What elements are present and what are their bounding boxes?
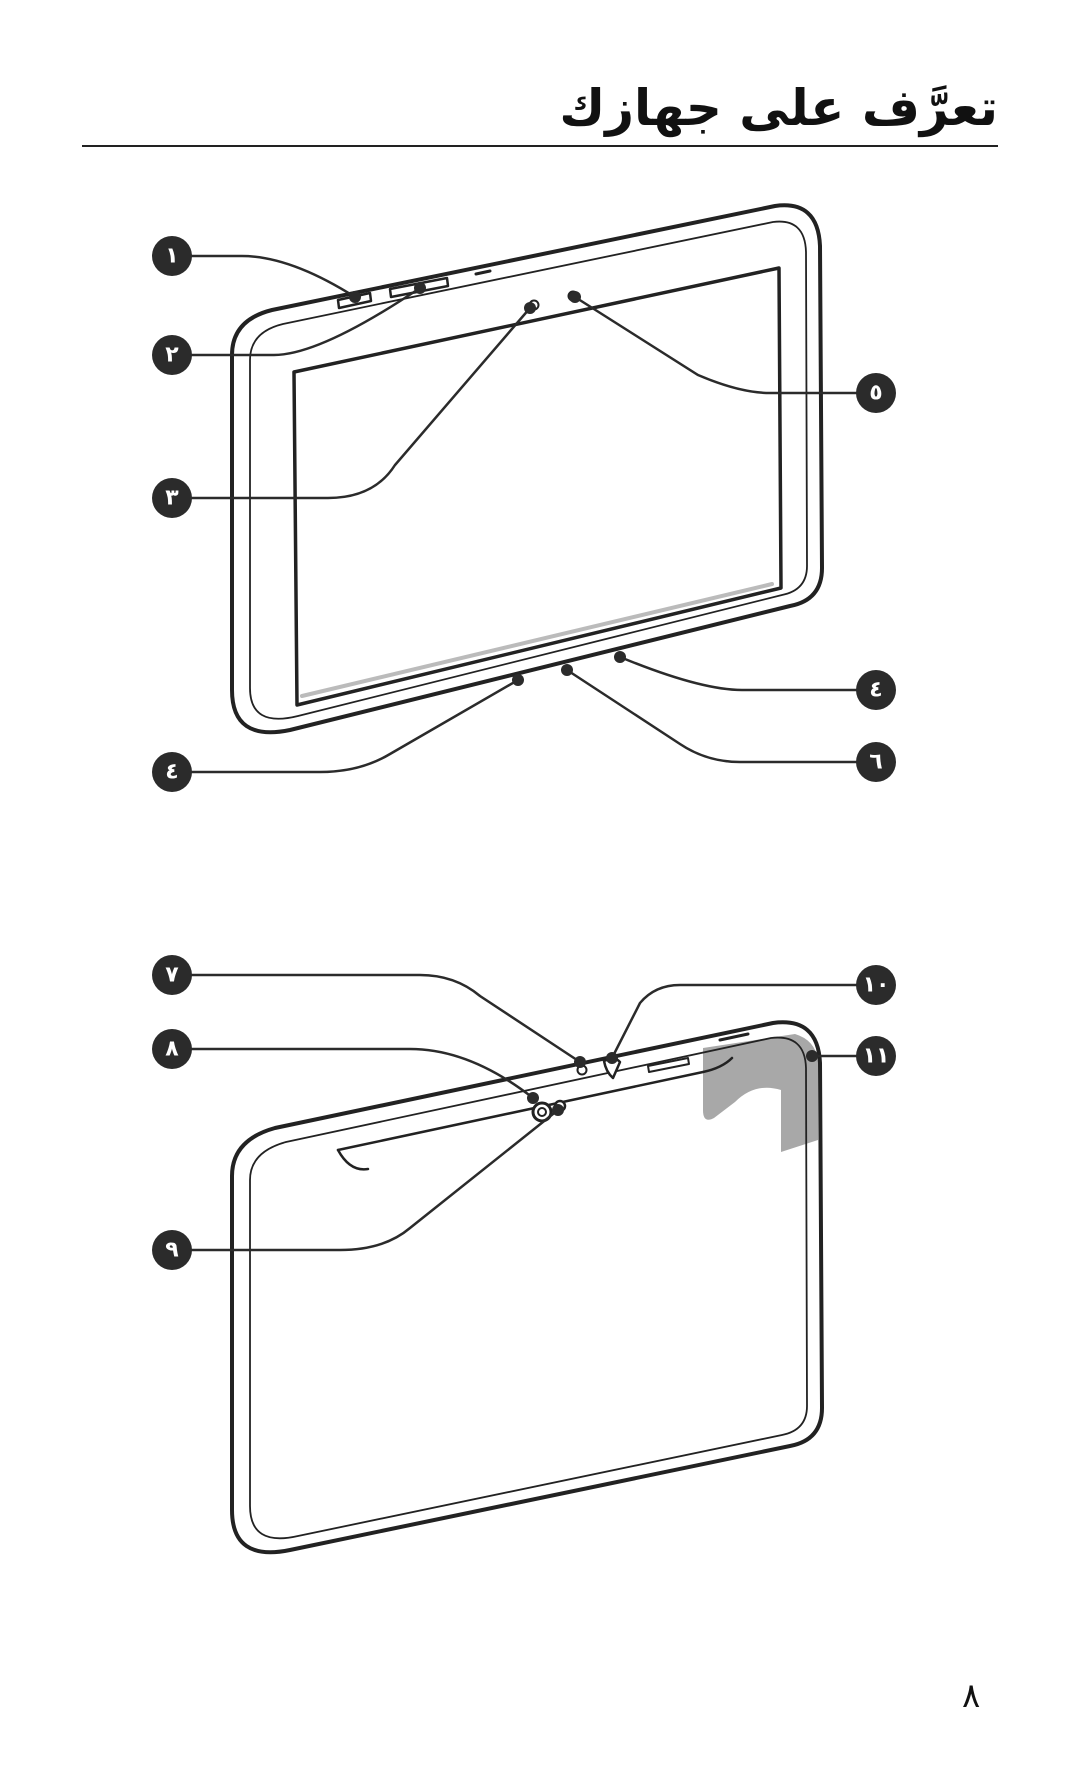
callout-8: ٨ (152, 1029, 192, 1069)
callout-7-label: ٧ (165, 963, 179, 988)
dot-6 (561, 664, 573, 676)
callout-3-label: ٣ (165, 486, 179, 511)
leader-7 (190, 973, 581, 1064)
callout-6-label: ٦ (869, 750, 882, 775)
back-top-vent (718, 1032, 750, 1042)
dot-3 (524, 302, 536, 314)
leader-4-right (619, 655, 858, 692)
callout-2: ٢ (152, 335, 192, 375)
callout-11-label: ١١ (863, 1044, 890, 1069)
callout-5-label: ٥ (869, 381, 882, 406)
front-inner-bezel (249, 220, 808, 720)
callout-5: ٥ (856, 373, 896, 413)
title-divider (82, 145, 998, 147)
leader-5 (574, 295, 858, 395)
callout-10: ١٠ (856, 965, 896, 1005)
front-screen (292, 266, 783, 707)
callout-4-right-label: ٤ (869, 678, 882, 703)
leader-9 (190, 1109, 559, 1252)
callout-4-right: ٤ (856, 670, 896, 710)
back-camera-strip (336, 1056, 734, 1152)
dot-10 (606, 1052, 618, 1064)
callout-6: ٦ (856, 742, 896, 782)
back-strip-curve (336, 1148, 370, 1171)
page-number: ٨ (962, 1676, 981, 1716)
leader-10 (610, 983, 858, 1059)
rear-camera-inner (537, 1107, 547, 1117)
antenna-area-shade (703, 1034, 818, 1152)
front-outer-body (230, 203, 824, 735)
leader-8 (190, 1047, 534, 1099)
tablet-back-view (230, 1020, 824, 1555)
callout-3: ٣ (152, 478, 192, 518)
callout-10-label: ١٠ (863, 973, 890, 998)
leader-lines (190, 254, 858, 1252)
back-inner-edge (249, 1036, 808, 1540)
dot-4-left (512, 674, 524, 686)
leader-6 (566, 668, 858, 764)
callout-4-left-label: ٤ (165, 760, 178, 785)
callout-4-left: ٤ (152, 752, 192, 792)
back-top-slot (647, 1057, 690, 1073)
callout-9: ٩ (152, 1230, 192, 1270)
dot-5 (569, 291, 581, 303)
dot-9 (552, 1104, 564, 1116)
top-edge-slot (474, 269, 492, 276)
tablet-front-view (230, 203, 824, 735)
leader-dots (349, 282, 818, 1116)
rear-camera-outer (531, 1101, 553, 1123)
callout-7: ٧ (152, 955, 192, 995)
dot-8 (527, 1092, 539, 1104)
dot-1 (349, 291, 361, 303)
callout-1: ١ (152, 236, 192, 276)
callout-9-label: ٩ (165, 1238, 178, 1263)
screen-reflection (300, 582, 774, 698)
leader-4-left (190, 678, 519, 774)
page-title: تعرَّف على جهازك (559, 79, 998, 137)
dot-11 (806, 1050, 818, 1062)
leader-3 (190, 307, 531, 500)
leader-2 (190, 286, 421, 357)
dot-4-right (614, 651, 626, 663)
callout-1-label: ١ (165, 244, 178, 269)
dot-7 (574, 1056, 586, 1068)
callout-2-label: ٢ (165, 343, 179, 368)
back-outer-body (230, 1020, 824, 1555)
leader-1 (190, 254, 356, 299)
callout-11: ١١ (856, 1036, 896, 1076)
dot-2 (414, 282, 426, 294)
callout-8-label: ٨ (165, 1037, 179, 1062)
